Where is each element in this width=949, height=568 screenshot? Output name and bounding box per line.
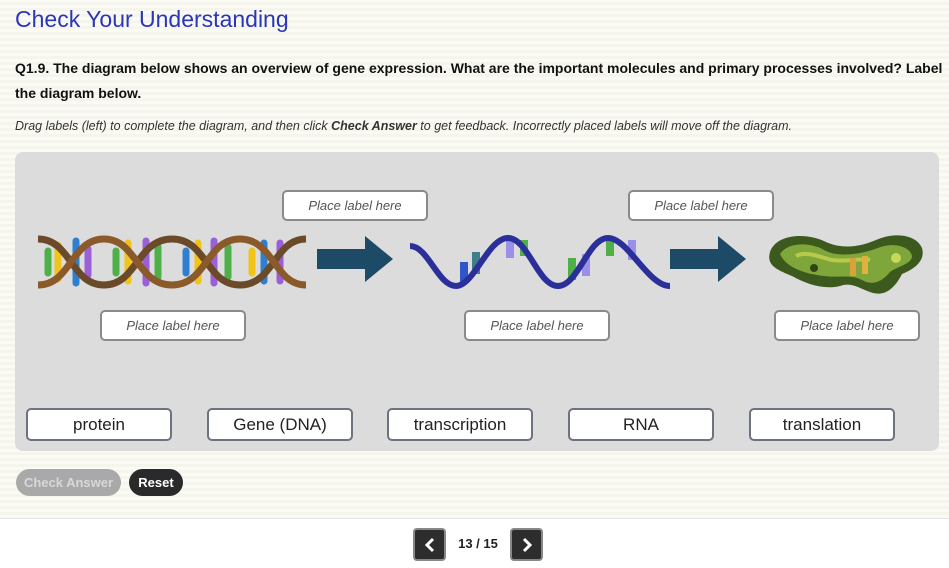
- next-page-button[interactable]: [510, 528, 543, 561]
- check-answer-button[interactable]: Check Answer: [16, 469, 121, 496]
- instructions-before: Drag labels (left) to complete the diagr…: [15, 119, 332, 133]
- previous-page-button[interactable]: [413, 528, 446, 561]
- dna-helix-image: [37, 235, 307, 289]
- dropzone-dna-label[interactable]: Place label here: [100, 310, 246, 341]
- label-translation[interactable]: translation: [749, 408, 895, 441]
- chevron-right-icon: [522, 537, 532, 552]
- page-indicator: 13 / 15: [458, 536, 498, 551]
- reset-button[interactable]: Reset: [129, 469, 183, 496]
- pagination-bar: [0, 518, 949, 568]
- dropzone-rna-label[interactable]: Place label here: [464, 310, 610, 341]
- instructions-after: to get feedback. Incorrectly placed labe…: [416, 119, 793, 133]
- dropzone-protein-label[interactable]: Place label here: [774, 310, 920, 341]
- diagram-panel: [15, 152, 939, 451]
- instructions-emphasis: Check Answer: [331, 119, 417, 133]
- dropzone-transcription-label[interactable]: Place label here: [282, 190, 428, 221]
- question-text: Q1.9. The diagram below shows an overvie…: [15, 60, 943, 101]
- rna-strand-image: [409, 234, 671, 290]
- label-gene-dna[interactable]: Gene (DNA): [207, 408, 353, 441]
- right-arrow-icon: [317, 236, 393, 282]
- label-rna[interactable]: RNA: [568, 408, 714, 441]
- dropzone-translation-label[interactable]: Place label here: [628, 190, 774, 221]
- page-title: Check Your Understanding: [15, 6, 289, 32]
- label-protein[interactable]: protein: [26, 408, 172, 441]
- chevron-left-icon: [424, 537, 434, 552]
- protein-image: [769, 235, 923, 294]
- right-arrow-icon: [670, 236, 746, 282]
- label-transcription[interactable]: transcription: [387, 408, 533, 441]
- instructions-text: Drag labels (left) to complete the diagr…: [15, 119, 945, 133]
